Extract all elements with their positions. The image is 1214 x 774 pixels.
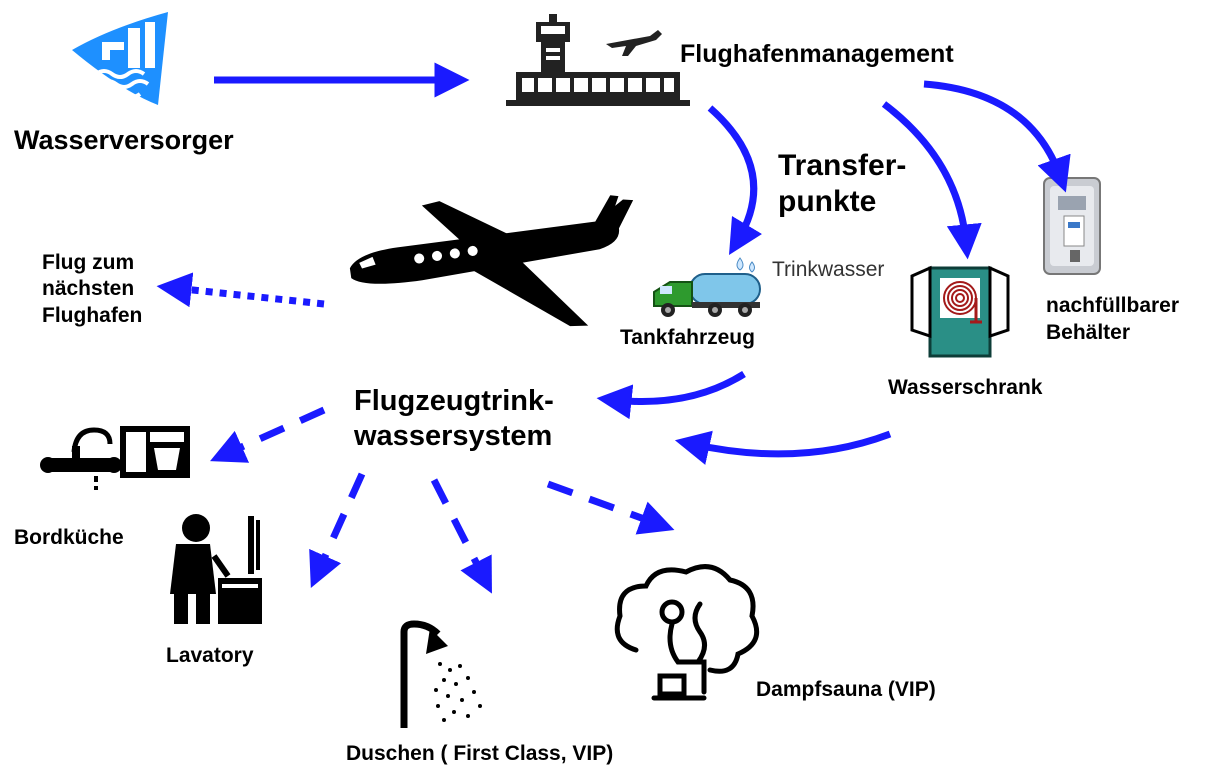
label-trinkwasser: Trinkwasser [772,258,885,281]
galley-icon [40,426,190,490]
arrow-airport-to-truck [707,105,763,256]
label-flug: Flug zum nächsten Flughafen [42,251,143,327]
label-flughafenmanagement: Flughafenmanagement [680,40,954,68]
arrow-cabinet-to-system [674,430,892,465]
water-utility-icon [72,12,168,105]
arrow-system-to-shower [430,478,492,594]
airplane-icon [349,195,634,327]
label-bordkueche: Bordküche [14,526,124,549]
arrow-plane-to-next-flight [156,272,325,308]
arrow-truck-to-system [596,371,746,420]
water-cabinet-icon [910,265,1010,358]
label-sauna: Dampfsauna (VIP) [756,678,936,701]
arrows-layer [156,62,1071,594]
arrow-airport-to-container [923,80,1071,193]
arrow-system-to-lavatory [309,472,366,588]
label-wasserversorger: Wasserversorger [14,125,234,155]
lavatory-icon [170,514,262,624]
airport-terminal-icon [506,14,690,106]
arrow-system-to-galley [210,406,326,463]
steam-sauna-icon [614,564,760,701]
tank-truck-icon [653,257,761,317]
label-system: Flugzeugtrink- wassersystem [354,385,554,452]
arrow-airport-to-cabinet [881,101,982,260]
label-tankfahrzeug: Tankfahrzeug [620,326,755,349]
shower-icon [400,620,482,728]
label-transferpunkte: Transfer- punkte [778,149,907,218]
arrow-system-to-sauna [546,480,675,535]
label-wasserschrank: Wasserschrank [888,376,1043,399]
label-behaelter: nachfüllbarer Behälter [1046,294,1180,344]
label-duschen: Duschen ( First Class, VIP) [346,742,614,765]
refillable-container-icon [1043,177,1101,275]
label-lavatory: Lavatory [166,644,254,667]
